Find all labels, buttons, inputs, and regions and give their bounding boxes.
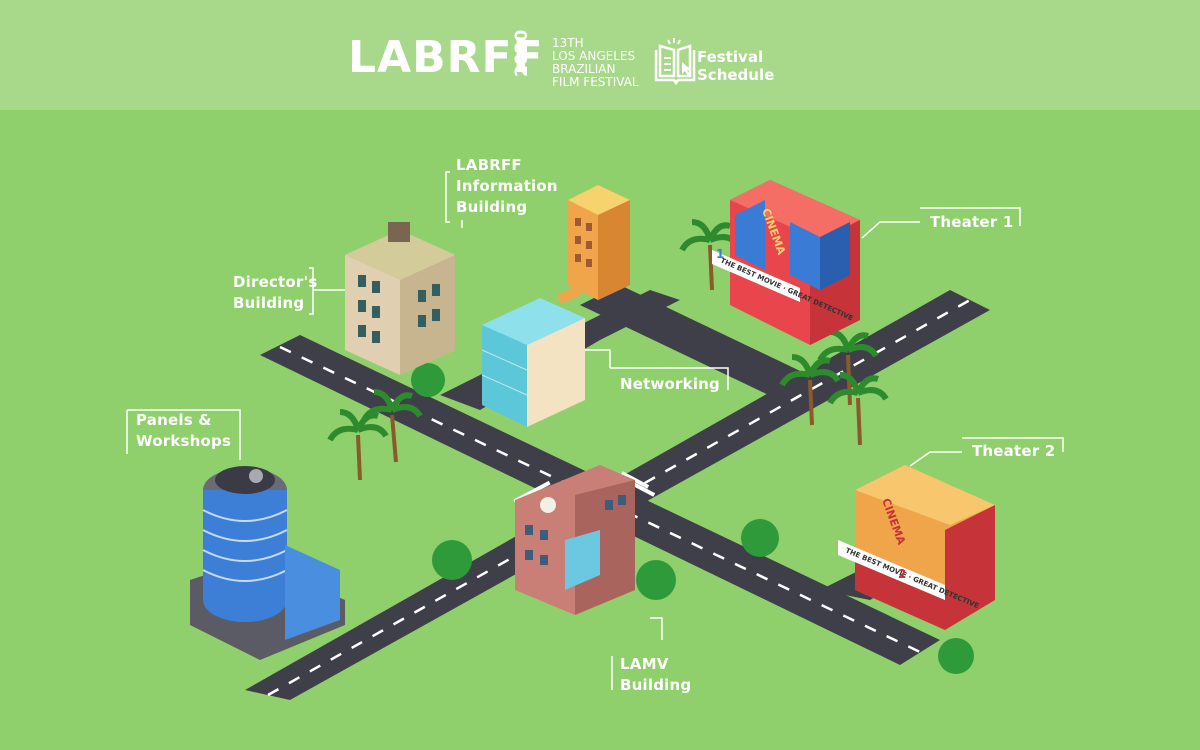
- location-label-theater-2[interactable]: Theater 2: [972, 441, 1055, 462]
- bush: [938, 638, 974, 674]
- label-networking-line-1: Networking: [620, 375, 720, 393]
- festival-logo[interactable]: LABRFF: [348, 32, 544, 83]
- location-label-panels-workshops[interactable]: Panels & Workshops: [136, 410, 231, 452]
- leader-theater-2: [909, 451, 962, 467]
- theater-1-number: 1: [716, 247, 724, 261]
- bush: [411, 363, 445, 397]
- label-panels-line-2: Workshops: [136, 432, 232, 450]
- bracket-panels: [127, 409, 241, 420]
- bracket-networking: [610, 367, 729, 390]
- bracket-theater-2: [962, 437, 1064, 452]
- panels-workshops-building[interactable]: [190, 466, 345, 660]
- directors-building[interactable]: [345, 222, 455, 375]
- bracket-theater-1: [920, 207, 1021, 226]
- label-info-line-2: Information: [456, 177, 558, 195]
- label-directors-line-1: Director's: [233, 273, 318, 291]
- theater-1-building[interactable]: THE BEST MOVIE · GREAT DETECTIVE CINEMA …: [712, 180, 860, 345]
- festival-name-line-2: BRAZILIAN: [552, 62, 616, 76]
- location-label-networking[interactable]: Networking: [620, 374, 720, 395]
- label-lamv-line-2: Building: [620, 676, 692, 694]
- palm-tree: [779, 354, 841, 426]
- bracket-info: [445, 171, 450, 223]
- festival-name: 13TH LOS ANGELES BRAZILIAN FILM FESTIVAL: [552, 37, 639, 89]
- location-label-directors[interactable]: Director's Building: [233, 272, 317, 314]
- palm-tree: [327, 409, 389, 481]
- bracket-directors: [309, 267, 314, 315]
- festival-edition: 13TH: [552, 36, 584, 50]
- label-panels-line-1: Panels &: [136, 411, 212, 429]
- label-info-line-1: LABRFF: [456, 156, 522, 174]
- bush: [636, 560, 676, 600]
- networking-building[interactable]: [481, 285, 585, 427]
- schedule-line-1: Festival: [697, 48, 764, 66]
- festival-schedule-link[interactable]: Festival Schedule: [697, 48, 774, 84]
- label-directors-line-2: Building: [233, 294, 305, 312]
- theater-2-number: 2: [898, 567, 906, 581]
- label-lamv-line-1: LAMV: [620, 655, 669, 673]
- festival-name-line-3: FILM FESTIVAL: [552, 75, 639, 89]
- palm-tree: [827, 372, 889, 446]
- bush: [741, 519, 779, 557]
- leader-networking: [585, 349, 611, 368]
- label-theater-2-line-1: Theater 2: [972, 442, 1056, 460]
- lamv-building[interactable]: [515, 465, 635, 615]
- label-info-line-3: Building: [456, 198, 528, 216]
- header-bar: [0, 0, 1200, 110]
- open-book-icon[interactable]: [652, 38, 698, 86]
- info-building[interactable]: [568, 185, 630, 300]
- palm-tree: [679, 219, 741, 291]
- schedule-line-2: Schedule: [697, 66, 775, 84]
- leader-lamv: [650, 617, 663, 640]
- label-theater-1-line-1: Theater 1: [930, 213, 1014, 231]
- festival-name-line-1: LOS ANGELES: [552, 49, 636, 63]
- bush: [432, 540, 472, 580]
- palm-tree: [361, 389, 423, 463]
- location-label-lamv[interactable]: LAMV Building: [620, 654, 691, 696]
- location-label-info[interactable]: LABRFF Information Building: [456, 155, 558, 218]
- label-leaders: [126, 171, 1064, 690]
- leader-theater-1: [861, 221, 920, 239]
- location-label-theater-1[interactable]: Theater 1: [930, 212, 1013, 233]
- trees: [327, 219, 974, 674]
